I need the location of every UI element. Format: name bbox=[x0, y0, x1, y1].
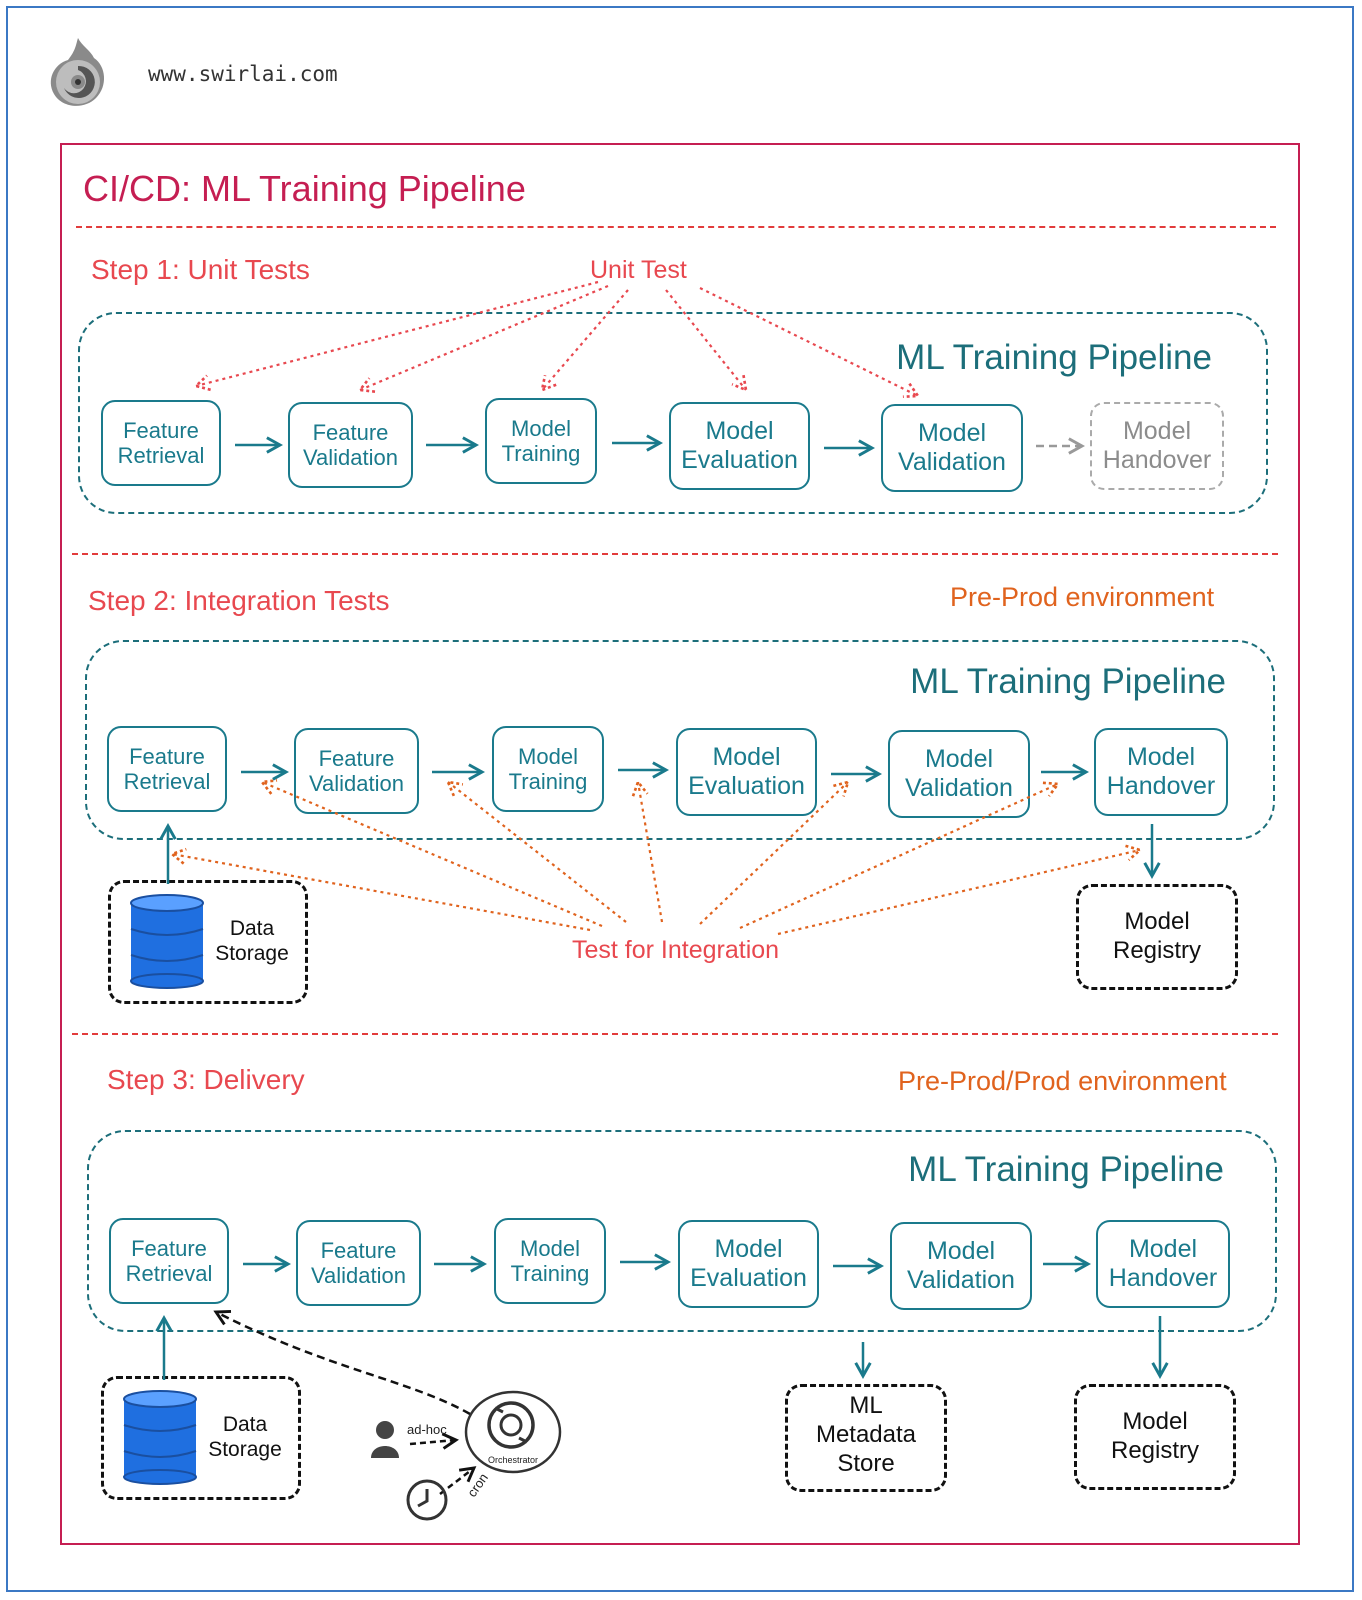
s3-flow-arrows bbox=[164, 1262, 1160, 1380]
pipeline-2-title: ML Training Pipeline bbox=[910, 662, 1226, 701]
step-3-label: Step 3: Delivery bbox=[107, 1064, 305, 1095]
swirlai-logo-icon bbox=[50, 38, 105, 106]
integration-test-label: Test for Integration bbox=[572, 936, 780, 964]
s1-flow-arrows bbox=[235, 443, 872, 448]
s2-database-icon bbox=[130, 894, 204, 989]
orchestrator-label: Orchestrator bbox=[488, 1455, 538, 1465]
step-2-label: Step 2: Integration Tests bbox=[88, 585, 390, 616]
pipeline-3-title: ML Training Pipeline bbox=[908, 1150, 1224, 1189]
unit-test-label: Unit Test bbox=[590, 256, 687, 284]
s3-metadata-store-box[interactable] bbox=[785, 1384, 947, 1492]
s1-unit-test-arrows bbox=[196, 280, 918, 396]
site-url[interactable]: www.swirlai.com bbox=[148, 62, 338, 86]
s2-flow-arrows bbox=[168, 770, 1152, 884]
unit-arrow-model-training bbox=[542, 289, 629, 390]
clock-icon bbox=[406, 1479, 448, 1521]
int-arrow-storage bbox=[172, 854, 591, 932]
s2-model-registry-box[interactable] bbox=[1076, 884, 1238, 990]
step-3-env-label: Pre-Prod/Prod environment bbox=[898, 1066, 1227, 1096]
separator-1 bbox=[76, 226, 1276, 228]
s3-model-registry-box[interactable] bbox=[1074, 1384, 1236, 1490]
s2-integration-test-arrows bbox=[172, 782, 1140, 936]
s3-database-icon bbox=[123, 1390, 197, 1485]
step-2-env-label: Pre-Prod environment bbox=[950, 582, 1215, 612]
separator-2 bbox=[72, 553, 1278, 555]
int-arrow-mt-me bbox=[638, 782, 664, 923]
adhoc-arrow bbox=[409, 1440, 456, 1444]
int-arrow-fv-mt bbox=[448, 782, 627, 923]
unit-arrow-feature-validation bbox=[360, 284, 609, 390]
pipeline-2 bbox=[85, 640, 1275, 840]
adhoc-label: ad-hoc bbox=[407, 1422, 447, 1437]
pipeline-3 bbox=[87, 1130, 1277, 1332]
cron-arrow bbox=[439, 1468, 474, 1495]
int-arrow-me-mv bbox=[699, 782, 848, 925]
int-arrow-registry bbox=[777, 850, 1140, 936]
int-arrow-mv-mh bbox=[739, 784, 1058, 930]
cron-label: cron bbox=[464, 1470, 491, 1499]
step-1-label: Step 1: Unit Tests bbox=[91, 254, 310, 285]
outer-frame bbox=[6, 6, 1354, 1592]
page-title: CI/CD: ML Training Pipeline bbox=[83, 168, 526, 209]
main-panel bbox=[60, 143, 1300, 1545]
pipeline-1 bbox=[78, 312, 1268, 514]
pipeline-1-title: ML Training Pipeline bbox=[896, 338, 1212, 377]
unit-arrow-model-evaluation bbox=[665, 289, 746, 390]
orchestrator-trigger-arrow bbox=[216, 1312, 471, 1416]
user-icon bbox=[371, 1421, 399, 1458]
separator-3 bbox=[72, 1033, 1278, 1035]
unit-arrow-model-validation bbox=[699, 287, 918, 396]
orchestrator-icon bbox=[464, 1390, 562, 1474]
unit-arrow-feature-retrieval bbox=[196, 280, 599, 386]
int-arrow-fr-fv bbox=[262, 782, 603, 928]
